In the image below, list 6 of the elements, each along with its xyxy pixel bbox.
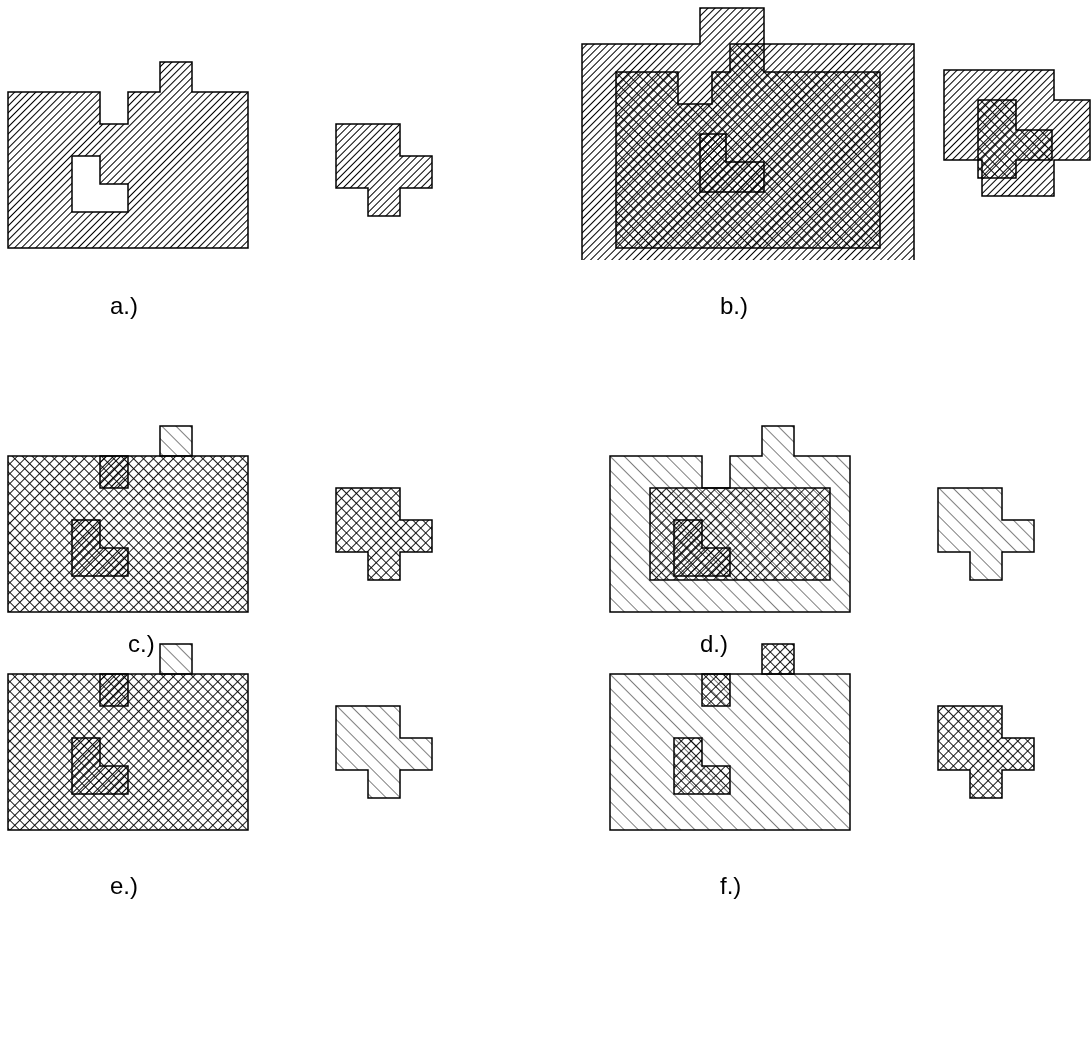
- panel-label: d.): [700, 629, 728, 659]
- panel-label: f.): [720, 871, 742, 901]
- panel-label: e.): [110, 871, 138, 901]
- panel-label: b.): [720, 291, 748, 321]
- panel-label: a.): [110, 291, 138, 321]
- panel-label: c.): [128, 629, 155, 659]
